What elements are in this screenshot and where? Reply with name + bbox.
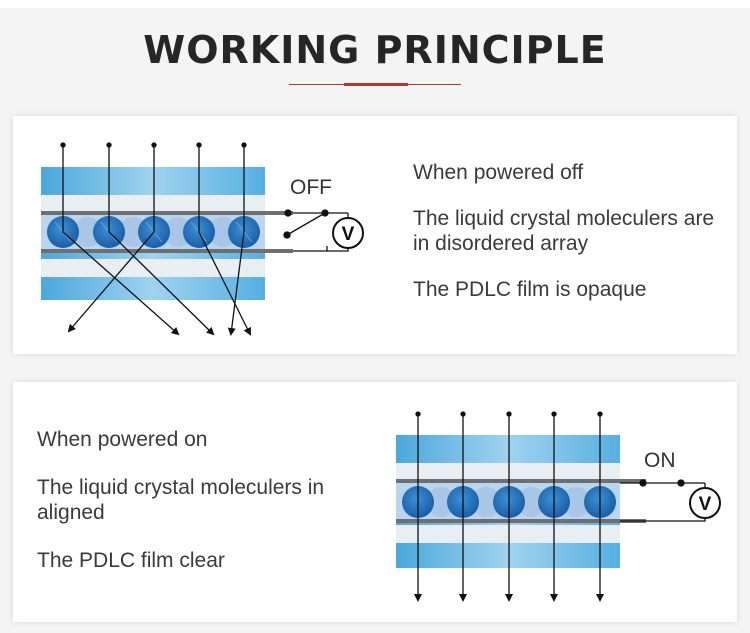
off-line-3: The PDLC film is opaque <box>413 278 647 301</box>
on-line-3: The PDLC film clear <box>37 549 225 572</box>
off-description: When powered off The liquid crystal mole… <box>413 160 733 302</box>
on-diagram: ON V <box>396 411 721 602</box>
top-strip <box>0 0 750 8</box>
on-line-1: When powered on <box>37 428 208 451</box>
switch-label-on: ON <box>644 449 676 472</box>
switch-label-off: OFF <box>290 176 332 199</box>
on-card: ON V When powered on The liquid crystal … <box>13 382 737 622</box>
title-underline-accent <box>344 83 408 86</box>
circuit-off <box>283 209 364 252</box>
on-line-2: The liquid crystal moleculers in aligned <box>37 476 325 524</box>
straight-light-rays <box>414 411 604 602</box>
on-description: When powered on The liquid crystal molec… <box>37 427 367 573</box>
liquid-crystal-molecules-off <box>47 216 260 248</box>
circuit-on <box>620 479 721 522</box>
off-diagram: OFF V <box>41 142 364 336</box>
off-line-1: When powered off <box>413 161 584 184</box>
page-title: WORKING PRINCIPLE <box>143 28 607 72</box>
voltmeter-label: V <box>342 224 355 245</box>
off-card: OFF V When powered off The liquid crysta… <box>13 116 737 354</box>
scattered-light-rays <box>60 142 251 336</box>
voltmeter-label: V <box>699 494 712 515</box>
off-line-2: The liquid crystal moleculers are in dis… <box>413 207 715 255</box>
